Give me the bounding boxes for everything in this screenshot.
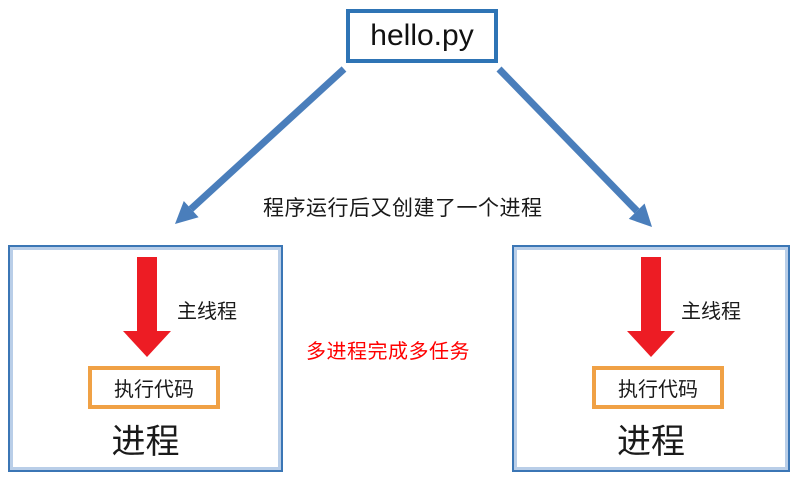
- process-label: 进程: [111, 423, 180, 461]
- red-down-arrow-icon: [123, 257, 171, 357]
- process-label: 进程: [617, 423, 685, 461]
- execute-code-box: 执行代码: [592, 366, 724, 409]
- execute-code-label: 执行代码: [114, 379, 194, 401]
- execute-code-box: 执行代码: [88, 366, 220, 409]
- annotation-text: 程序运行后又创建了一个进程: [263, 197, 543, 220]
- process-box-right: 主线程 执行代码 进程: [512, 245, 790, 472]
- main-thread-label: 主线程: [177, 301, 237, 323]
- hello-py-label: hello.py: [370, 19, 474, 52]
- process-box-left: 主线程 执行代码 进程: [8, 245, 283, 472]
- execute-code-label: 执行代码: [618, 379, 698, 401]
- main-thread-label: 主线程: [681, 301, 741, 323]
- red-down-arrow-icon: [627, 257, 675, 357]
- center-note-text: 多进程完成多任务: [306, 341, 470, 363]
- hello-py-box: hello.py: [346, 9, 498, 63]
